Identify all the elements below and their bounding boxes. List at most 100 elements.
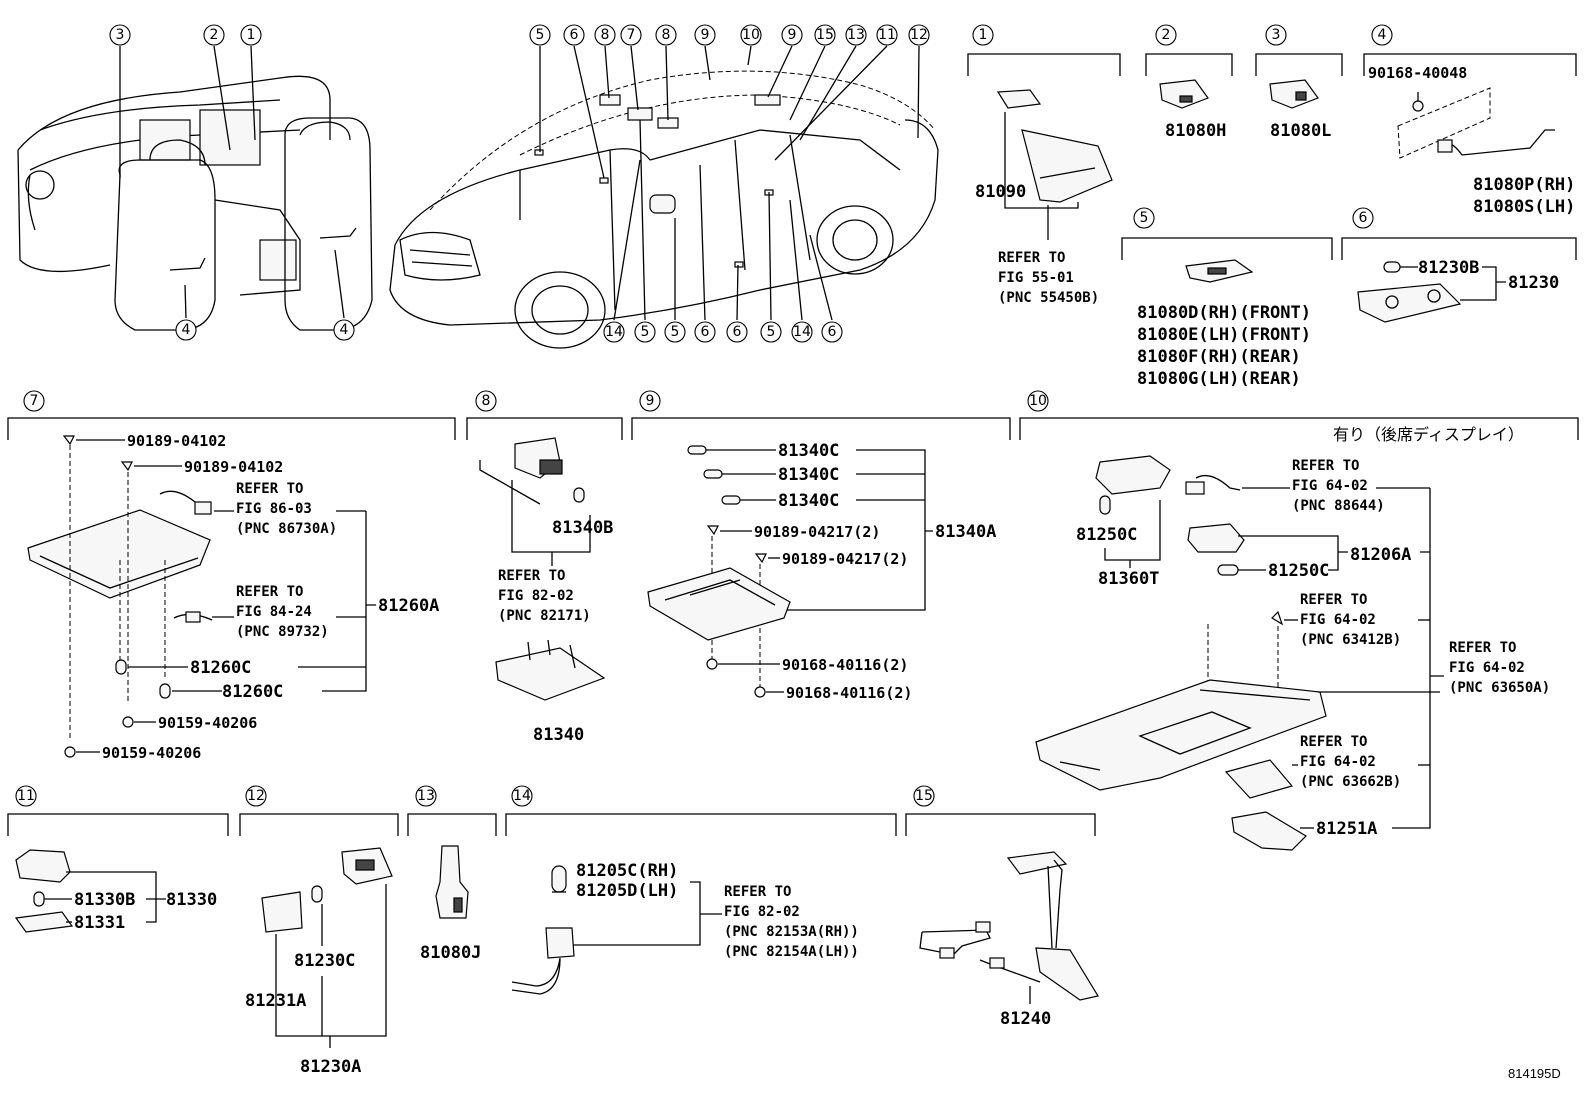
- section-15-number: 15: [915, 788, 933, 804]
- part-81080J: 81080J: [420, 943, 481, 963]
- part-90189-04102-b: 90189-04102: [184, 458, 283, 476]
- refer-fig-2: FIG 64-02: [1300, 612, 1376, 628]
- section-5-number: 5: [1140, 210, 1149, 226]
- callout-14: 14: [793, 324, 811, 340]
- part-81080L: 81080L: [1270, 121, 1331, 141]
- section-9-number: 9: [646, 393, 655, 409]
- section-9: 81340C 81340C 81340C 81340A 90189-04217(…: [647, 441, 996, 702]
- refer-pnc: (PNC 55450B): [998, 290, 1099, 306]
- bracket-81240: [1035, 947, 1099, 1001]
- bulb-81340B: [573, 487, 585, 503]
- lamp-81251A: [1231, 811, 1307, 851]
- callout-4: 4: [182, 322, 191, 338]
- part-81250C-a: 81250C: [1076, 525, 1137, 545]
- part-81080P: 81080P(RH): [1473, 175, 1575, 195]
- callout-6: 6: [570, 27, 579, 43]
- socket-81205: [545, 927, 575, 959]
- part-81330: 81330: [166, 890, 217, 910]
- refer-label-1: REFER TO: [1292, 458, 1359, 474]
- refer-fig-1: FIG 86-03: [236, 501, 312, 517]
- part-81230A: 81230A: [300, 1057, 361, 1077]
- section-4-number: 4: [1378, 27, 1387, 43]
- callout-9: 9: [788, 27, 797, 43]
- part-90189-04102-a: 90189-04102: [127, 432, 226, 450]
- note-rear-display: 有り（後席ディスプレイ）: [1333, 425, 1524, 444]
- section-8-number: 8: [482, 393, 491, 409]
- part-81251A: 81251A: [1316, 819, 1377, 839]
- refer-label-4: REFER TO: [1300, 734, 1367, 750]
- refer-fig-4: FIG 64-02: [1300, 754, 1376, 770]
- callout-5: 5: [767, 324, 776, 340]
- section-15: 81240: [919, 851, 1099, 1029]
- callout-5: 5: [641, 324, 650, 340]
- cover-81231A: [261, 891, 303, 933]
- lamp-81360T: [1095, 455, 1171, 495]
- bulb-81250C: [1099, 495, 1111, 515]
- part-81205D: 81205D(LH): [576, 881, 678, 901]
- room-lamp-81340A: [647, 567, 791, 641]
- part-90189-04217-a: 90189-04217(2): [754, 523, 880, 541]
- car-overview-illustration: [389, 70, 939, 349]
- lamp-81080H: [1159, 79, 1209, 109]
- callout-9: 9: [701, 27, 710, 43]
- part-90159-40206-b: 90159-40206: [102, 744, 201, 762]
- refer-label: REFER TO: [498, 568, 565, 584]
- part-81240: 81240: [1000, 1009, 1051, 1029]
- refer-pnc-2: (PNC 63412B): [1300, 632, 1401, 648]
- bulb-81250C-b: [1217, 564, 1239, 576]
- refer-pnc-1: (PNC 88644): [1292, 498, 1385, 514]
- part-81340A: 81340A: [935, 522, 996, 542]
- callout-15: 15: [816, 27, 834, 43]
- refer-fig-2: FIG 84-24: [236, 604, 312, 620]
- lamp-81230: [1357, 283, 1462, 323]
- refer-to-label: REFER TO: [998, 250, 1065, 266]
- refer-fig-3: FIG 64-02: [1449, 660, 1525, 676]
- section-3: 81080L: [1269, 79, 1331, 141]
- lamp-81340: [495, 647, 606, 701]
- section-6: 81230B 81230: [1357, 258, 1559, 323]
- bulb-81230C: [311, 885, 323, 903]
- callout-3: 3: [116, 27, 125, 43]
- refer-fig: FIG 82-02: [724, 904, 800, 920]
- refer-fig: FIG 55-01: [998, 270, 1074, 286]
- callout-6: 6: [733, 324, 742, 340]
- refer-fig-1: FIG 64-02: [1292, 478, 1368, 494]
- part-81080S: 81080S(LH): [1473, 197, 1575, 217]
- callout-4: 4: [340, 322, 349, 338]
- part-90168-40048: 90168-40048: [1368, 64, 1467, 82]
- part-81080F: 81080F(RH)(REAR): [1137, 347, 1301, 367]
- part-81230B: 81230B: [1418, 258, 1479, 278]
- refer-label-2: REFER TO: [1300, 592, 1367, 608]
- section-13: 81080J: [420, 845, 481, 963]
- callout-12: 12: [910, 27, 928, 43]
- part-90168-40116-b: 90168-40116(2): [786, 684, 912, 702]
- lamp-81080L: [1269, 79, 1319, 109]
- refer-pnc-rh: (PNC 82153A(RH)): [724, 924, 859, 940]
- part-81360T: 81360T: [1098, 569, 1159, 589]
- section-11: 81330B 81331 81330: [14, 849, 217, 933]
- console-box-part: [1021, 129, 1113, 203]
- section-4: 90168-40048 81080P(RH) 81080S(LH): [1368, 64, 1575, 217]
- section-11-number: 11: [17, 788, 35, 804]
- section-3-number: 3: [1272, 27, 1281, 43]
- part-81080G: 81080G(LH)(REAR): [1137, 369, 1301, 389]
- section-10-number: 10: [1029, 393, 1047, 409]
- map-lamp-part: [996, 89, 1042, 109]
- part-81231A: 81231A: [245, 991, 306, 1011]
- refer-pnc-2: (PNC 89732): [236, 624, 329, 640]
- callout-6: 6: [828, 324, 837, 340]
- section-12-number: 12: [247, 788, 265, 804]
- refer-fig: FIG 82-02: [498, 588, 574, 604]
- part-81330B: 81330B: [74, 890, 135, 910]
- refer-pnc-lh: (PNC 82154A(LH)): [724, 944, 859, 960]
- callout-6: 6: [701, 324, 710, 340]
- part-90189-04217-b: 90189-04217(2): [782, 550, 908, 568]
- part-81080H: 81080H: [1165, 121, 1226, 141]
- callout-8: 8: [662, 27, 671, 43]
- callout-10: 10: [742, 27, 760, 43]
- bulb-81230B: [1383, 261, 1401, 273]
- car-callouts: 5 6 8 7 8 9 10 9 15 13 11 12 14 5 5 6 6 …: [529, 24, 930, 343]
- part-81080E: 81080E(LH)(FRONT): [1137, 325, 1311, 345]
- section-2-number: 2: [1162, 27, 1171, 43]
- part-81260C-b: 81260C: [222, 682, 283, 702]
